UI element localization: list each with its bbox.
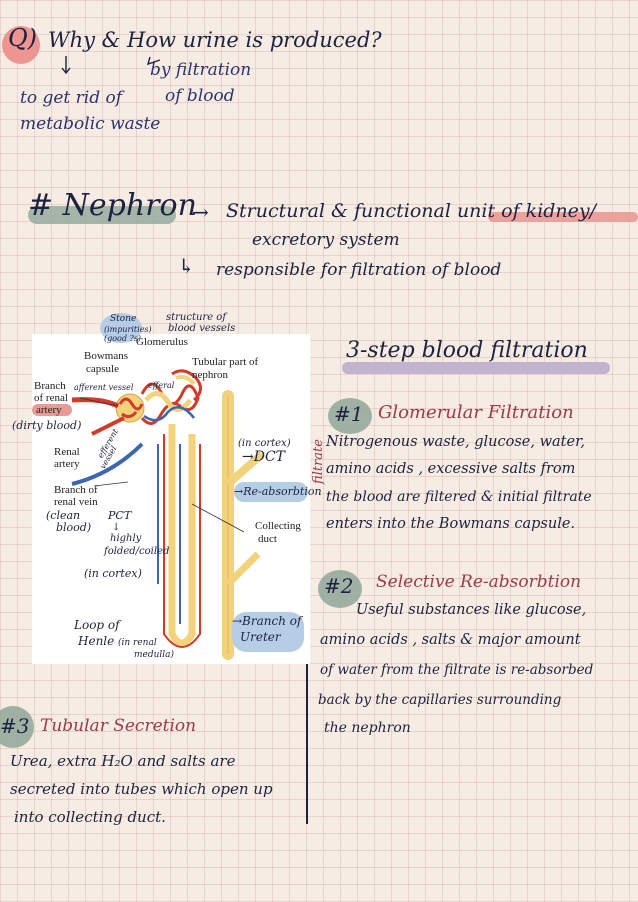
label-tubular-1: Tubular part of: [192, 356, 259, 368]
step2-line3: of water from the filtrate is re-absorbe…: [320, 662, 594, 678]
vertical-divider: [306, 664, 308, 824]
note-pct-arrow: ↓: [112, 522, 121, 533]
step3-num: #3: [0, 714, 30, 738]
nephron-responsibility: responsible for filtration of blood: [216, 260, 502, 280]
question-label: Q): [8, 24, 38, 52]
how-answer-line2: of blood: [165, 86, 235, 106]
reabsorption-highlight: [234, 482, 308, 502]
note-loop-medulla: (in renal: [118, 638, 157, 648]
note-dct-cortex: (in cortex): [238, 438, 291, 449]
step1-line1: Nitrogenous waste, glucose, water,: [326, 434, 586, 450]
note-stone: Stone: [110, 314, 137, 324]
label-branch-artery-1: Branch: [34, 380, 66, 392]
step1-title: Glomerular Filtration: [378, 402, 574, 423]
step1-num: #1: [334, 402, 364, 426]
step2-num: #2: [324, 574, 354, 598]
label-bowmans-capsule-2: capsule: [86, 363, 119, 375]
note-impurities: (impurities): [104, 325, 152, 334]
ureter-highlight: [232, 612, 304, 652]
note-blood-vessels: blood vessels: [168, 323, 236, 334]
step1-line2: amino acids , excessive salts from: [326, 461, 576, 477]
note-afferent: afferent vessel: [74, 383, 134, 392]
note-loop-1: Loop of: [74, 618, 120, 632]
label-collecting-1: Collecting: [255, 520, 301, 532]
note-ureter-1: →Branch of: [232, 614, 302, 628]
label-renal-vein-2: renal vein: [54, 496, 98, 508]
nephron-definition-line2: excretory system: [252, 230, 400, 250]
label-bowmans-capsule-1: Bowmans: [84, 350, 128, 362]
nephron-arrow2: ↳: [178, 254, 195, 278]
artery-highlight: [32, 404, 72, 416]
label-branch-artery-3: artery: [36, 404, 62, 416]
step3-line2: secreted into tubes which open up: [10, 780, 273, 798]
step1-line4: enters into the Bowmans capsule.: [326, 516, 576, 532]
note-dct: →DCT: [242, 449, 286, 465]
note-clean-2: blood): [56, 521, 92, 534]
step2-line2: amino acids , salts & major amount: [320, 632, 581, 648]
nephron-arrow: →: [192, 200, 209, 224]
note-dirty-blood: (dirty blood): [12, 419, 82, 432]
note-pct: PCT: [108, 509, 132, 522]
why-answer-line2: metabolic waste: [20, 114, 161, 134]
label-renal-vein-1: Branch of: [54, 484, 98, 496]
note-efferent-top: efferal: [148, 381, 175, 390]
question-highlight: [2, 26, 40, 64]
three-step-highlight: [342, 362, 610, 374]
question-arrows: [61, 56, 161, 75]
note-clean-1: (clean: [46, 509, 81, 522]
step3-num-highlight: [0, 706, 34, 748]
note-filtrate: filtrate: [310, 439, 326, 484]
step2-line5: the nephron: [324, 720, 411, 736]
why-answer-line1: to get rid of: [20, 88, 123, 108]
step3-title: Tubular Secretion: [40, 716, 197, 736]
step1-line3: the blood are filtered & initial filtrat…: [326, 489, 592, 505]
kidney-highlight: [488, 212, 638, 222]
note-structure: structure of: [166, 312, 227, 323]
label-renal-artery-2: artery: [54, 458, 80, 470]
step1-num-highlight: [328, 398, 372, 434]
step2-num-highlight: [318, 570, 362, 608]
note-pct-cortex: (in cortex): [84, 567, 142, 580]
note-loop-medulla-2: medulla): [134, 650, 175, 660]
note-pct-highly: highly: [110, 533, 142, 544]
label-renal-artery-1: Renal: [54, 446, 80, 458]
step2-line1: Useful substances like glucose,: [356, 602, 587, 618]
nephron-definition-line1: Structural & functional unit of kidney/: [226, 200, 597, 222]
label-collecting-2: duct: [258, 533, 277, 545]
step3-line1: Urea, extra H₂O and salts are: [10, 752, 236, 770]
nephron-heading-highlight: [28, 206, 176, 224]
question-text: Why & How urine is produced?: [48, 28, 382, 52]
nephron-illustration: [71, 369, 265, 660]
note-loop-2: Henle: [78, 634, 115, 648]
note-reabsorption: →Re-absorbtion: [234, 485, 322, 498]
nephron-heading: # Nephron: [28, 188, 197, 223]
label-glomerulus: Glomerulus: [136, 336, 188, 348]
three-step-title: 3-step blood filtration: [346, 338, 588, 363]
step2-line4: back by the capillaries surrounding: [318, 692, 562, 708]
label-branch-artery-2: of renal: [34, 392, 68, 404]
step3-line3: into collecting duct.: [14, 808, 166, 826]
note-ureter-2: Ureter: [240, 630, 281, 644]
label-tubular-2: nephron: [192, 369, 229, 381]
note-good: (good ?s): [104, 334, 142, 343]
how-answer-line1: by filtration: [150, 60, 252, 80]
stone-highlight: [100, 313, 142, 343]
note-pct-folded: folded/coiled: [104, 546, 170, 557]
step2-title: Selective Re-absorbtion: [376, 572, 582, 592]
